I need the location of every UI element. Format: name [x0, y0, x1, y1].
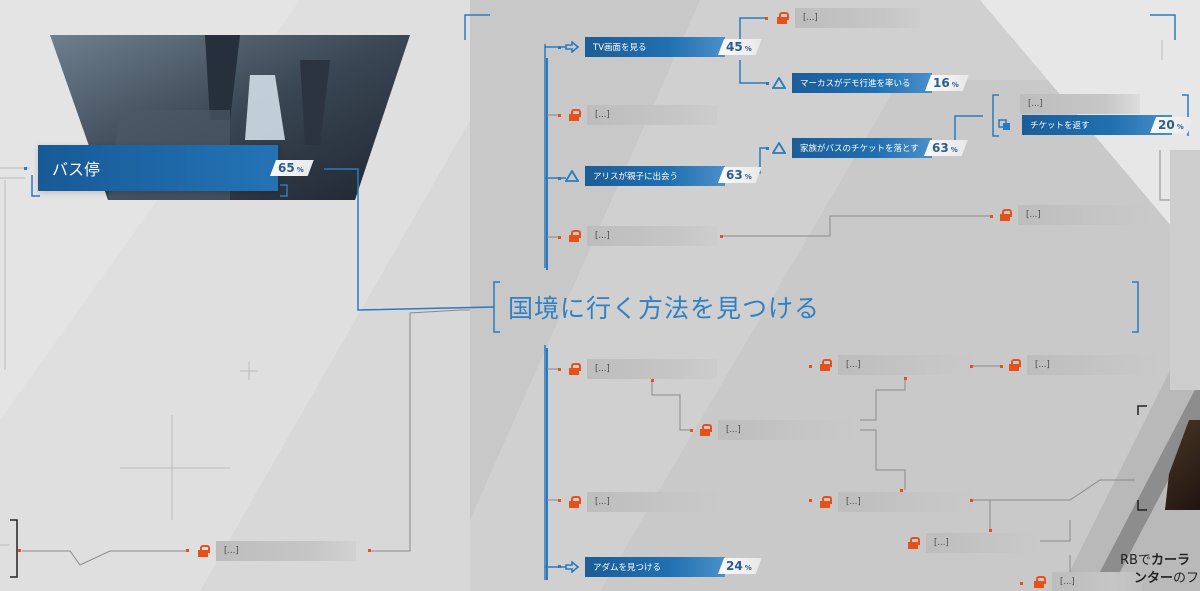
connector-dot — [558, 236, 561, 239]
triangle-icon — [772, 76, 786, 90]
locked-node[interactable]: [...] — [818, 355, 973, 375]
lock-icon — [775, 11, 789, 25]
connector-dot — [989, 529, 992, 532]
connector-dot — [765, 17, 768, 20]
node-adam-percent: 24% — [718, 558, 762, 574]
locked-node[interactable]: [...] — [1007, 355, 1157, 375]
triangle-icon — [772, 141, 786, 155]
lock-icon — [196, 544, 210, 558]
connector-dot — [186, 549, 189, 552]
origin-label: バス停 — [52, 160, 101, 179]
lock-icon — [567, 108, 581, 122]
locked-node[interactable]: [...] — [567, 492, 717, 512]
triangle-icon — [565, 169, 579, 183]
lock-icon — [998, 208, 1012, 222]
lock-icon — [818, 495, 832, 509]
connector-dot — [558, 565, 561, 568]
connector-dot — [24, 167, 27, 170]
connector-dot — [766, 82, 769, 85]
node-ticket[interactable]: チケットを返す — [998, 115, 1172, 135]
node-alice[interactable]: アリスが親子に出会う — [565, 166, 725, 186]
lock-icon — [818, 358, 832, 372]
locked-node[interactable]: [...] — [775, 8, 920, 28]
node-markus-label: マーカスがデモ行進を率いる — [792, 73, 932, 93]
connector-dot — [18, 549, 21, 552]
locked-node[interactable]: [...] — [698, 420, 853, 440]
lock-icon — [1007, 358, 1021, 372]
connector-dot — [368, 549, 371, 552]
connector-dot — [558, 177, 561, 180]
node-ticket-label: チケットを返す — [1022, 115, 1172, 135]
node-adam-label: アダムを見つける — [585, 557, 725, 577]
lock-icon — [567, 362, 581, 376]
locked-node[interactable]: [...] — [1020, 94, 1140, 114]
origin-percent: 65% — [270, 160, 314, 176]
node-family-percent: 63% — [924, 140, 968, 156]
lock-icon — [567, 495, 581, 509]
connector-dot — [558, 46, 561, 49]
locked-node[interactable]: [...] — [818, 492, 973, 512]
node-markus[interactable]: マーカスがデモ行進を率いる — [772, 73, 932, 93]
connector-dot — [766, 147, 769, 150]
locked-node[interactable]: [...] — [196, 541, 356, 561]
connector-dot — [809, 499, 812, 502]
locked-node[interactable]: [...] — [567, 105, 717, 125]
connector-dot — [970, 499, 973, 502]
locked-node[interactable]: [...] — [567, 226, 717, 246]
locked-node[interactable]: [...] — [567, 359, 717, 379]
locked-node[interactable]: [...] — [998, 205, 1148, 225]
lock-icon — [906, 536, 920, 550]
connector-dot — [690, 429, 693, 432]
node-family[interactable]: 家族がバスのチケットを落とす — [772, 138, 932, 158]
locked-node[interactable]: [...] — [906, 533, 1036, 553]
node-alice-percent: 63% — [718, 167, 762, 183]
lock-icon — [698, 423, 712, 437]
connector-dot — [558, 114, 561, 117]
node-alice-label: アリスが親子に出会う — [585, 166, 725, 186]
connector-dot — [558, 499, 561, 502]
connector-dot — [970, 365, 973, 368]
connector-dot — [720, 235, 723, 238]
arrow-right-icon — [565, 560, 579, 574]
node-adam[interactable]: アダムを見つける — [565, 557, 725, 577]
lock-icon — [1032, 575, 1046, 589]
node-ticket-percent: 20% — [1150, 117, 1194, 133]
node-markus-percent: 16% — [925, 75, 969, 91]
node-tv-percent: 45% — [718, 39, 762, 55]
control-hint: RBでカーラ ンターのフ — [1120, 553, 1200, 586]
origin-node[interactable]: バス停 — [38, 145, 278, 191]
goal-title: 国境に行く方法を見つける — [508, 294, 821, 323]
node-family-label: 家族がバスのチケットを落とす — [792, 138, 932, 158]
connector-dot — [809, 365, 812, 368]
arrow-right-icon — [565, 40, 579, 54]
locked-node[interactable]: [...] — [1032, 572, 1142, 591]
connector-dot — [904, 377, 907, 380]
connector-dot — [900, 489, 903, 492]
connector-dot — [990, 215, 993, 218]
connector-dot — [651, 379, 654, 382]
node-tv-label: TV画面を見る — [585, 37, 725, 57]
lock-icon — [567, 229, 581, 243]
connector-dot — [1000, 365, 1003, 368]
node-tv[interactable]: TV画面を見る — [565, 37, 725, 57]
connector-dot — [1020, 582, 1023, 585]
connector-dot — [558, 368, 561, 371]
squares-icon — [998, 118, 1012, 132]
